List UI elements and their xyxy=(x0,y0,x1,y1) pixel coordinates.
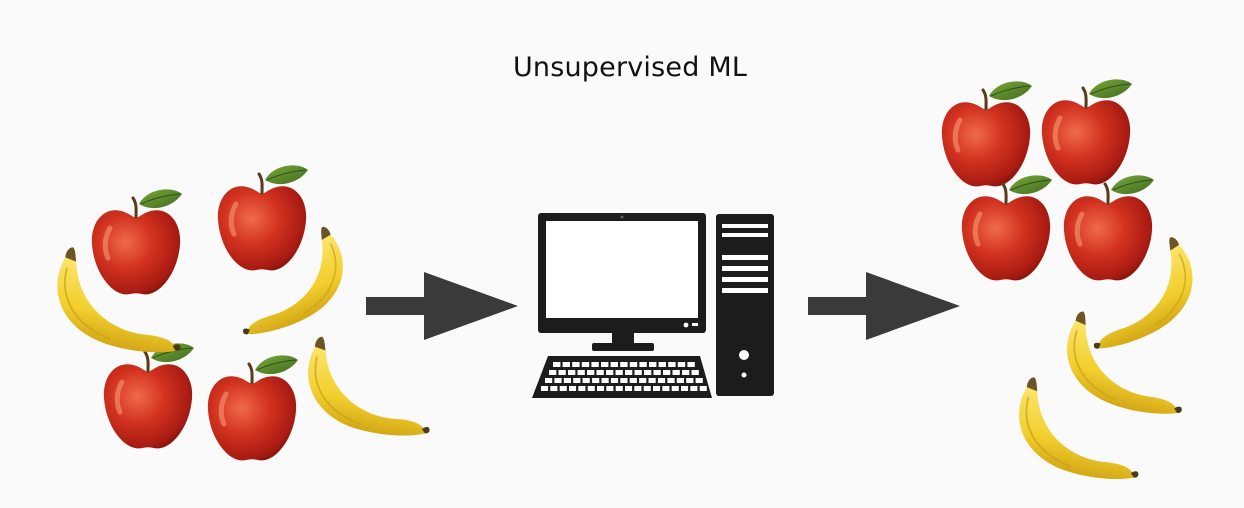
input-banana-3 xyxy=(298,334,444,444)
output-apple-1 xyxy=(942,81,1032,186)
keyboard-key xyxy=(596,370,604,375)
keyboard-key xyxy=(648,378,656,383)
keyboard-key xyxy=(676,378,684,383)
keyboard-key xyxy=(639,362,647,367)
output-banana-2 xyxy=(1054,308,1201,423)
keyboard-key xyxy=(671,386,679,391)
keyboard-key xyxy=(581,362,590,367)
keyboard-key xyxy=(667,378,675,383)
output-apple-4 xyxy=(1064,175,1154,280)
arrow-right-icon xyxy=(366,272,518,340)
keyboard-key xyxy=(601,362,609,367)
keyboard-key xyxy=(582,378,590,383)
keyboard-key xyxy=(587,370,595,375)
keyboard-key xyxy=(672,370,680,375)
keyboard-key xyxy=(699,386,707,391)
keyboard-key xyxy=(687,362,695,367)
keyboard-key xyxy=(625,370,633,375)
keyboard-key xyxy=(695,378,703,383)
input-apple-3 xyxy=(104,343,194,448)
output-apple-2 xyxy=(1042,79,1132,184)
keyboard-key xyxy=(639,378,647,383)
keyboard-key xyxy=(644,370,652,375)
keyboard-key xyxy=(615,370,623,375)
keyboard-icon xyxy=(532,356,712,398)
keyboard-key xyxy=(541,386,549,391)
keyboard-key xyxy=(568,370,576,375)
keyboard-key xyxy=(686,378,694,383)
keyboard-key xyxy=(553,362,561,367)
keyboard-key xyxy=(658,362,666,367)
keyboard-key xyxy=(563,378,571,383)
keyboard-key xyxy=(657,378,666,383)
keyboard-key xyxy=(610,362,618,367)
keyboard-key xyxy=(562,362,570,367)
keyboard-key xyxy=(606,370,614,375)
keyboard-key xyxy=(610,378,619,383)
keyboard-key xyxy=(554,378,562,383)
keyboard-key xyxy=(681,386,689,391)
keyboard-key xyxy=(601,378,609,383)
keyboard-key xyxy=(587,386,595,391)
keyboard-key xyxy=(569,386,577,391)
output-apple-3 xyxy=(962,175,1052,280)
keyboard-key xyxy=(653,370,661,375)
tower-icon xyxy=(716,214,774,396)
diagram-title: Unsupervised ML xyxy=(512,52,748,83)
monitor-icon xyxy=(538,213,706,351)
keyboard-key xyxy=(591,362,599,367)
keyboard-key xyxy=(691,370,699,375)
keyboard-key xyxy=(662,386,670,391)
keyboard-key xyxy=(634,386,642,391)
keyboard-key xyxy=(573,378,581,383)
keyboard-key xyxy=(643,386,651,391)
keyboard-key xyxy=(677,362,686,367)
keyboard-key xyxy=(615,386,623,391)
keyboard-key xyxy=(558,370,566,375)
keyboard-key xyxy=(634,370,642,375)
keyboard-key xyxy=(690,386,698,391)
keyboard-key xyxy=(572,362,580,367)
keyboard-key xyxy=(550,386,558,391)
keyboard-key xyxy=(549,370,557,375)
keyboard-key xyxy=(620,378,628,383)
keyboard-key xyxy=(578,386,586,391)
computer-icon xyxy=(532,213,774,398)
keyboard-key xyxy=(606,386,614,391)
keyboard-key xyxy=(629,362,638,367)
keyboard-key xyxy=(668,362,676,367)
input-apple-1 xyxy=(92,189,182,294)
keyboard-key xyxy=(592,378,600,383)
keyboard-key xyxy=(597,386,605,391)
arrow-right-icon-2 xyxy=(808,272,960,340)
output-apple-group xyxy=(942,79,1154,280)
keyboard-key xyxy=(545,378,553,383)
keyboard-key xyxy=(663,370,671,375)
input-apple-2 xyxy=(218,165,308,270)
keyboard-key xyxy=(649,362,657,367)
keyboard-key xyxy=(653,386,661,391)
keyboard-key xyxy=(629,378,637,383)
keyboard-key xyxy=(682,370,690,375)
keyboard-key xyxy=(625,386,633,391)
keyboard-key xyxy=(577,370,585,375)
keyboard-key xyxy=(559,386,567,391)
keyboard-key xyxy=(620,362,628,367)
input-apple-4 xyxy=(208,355,298,460)
